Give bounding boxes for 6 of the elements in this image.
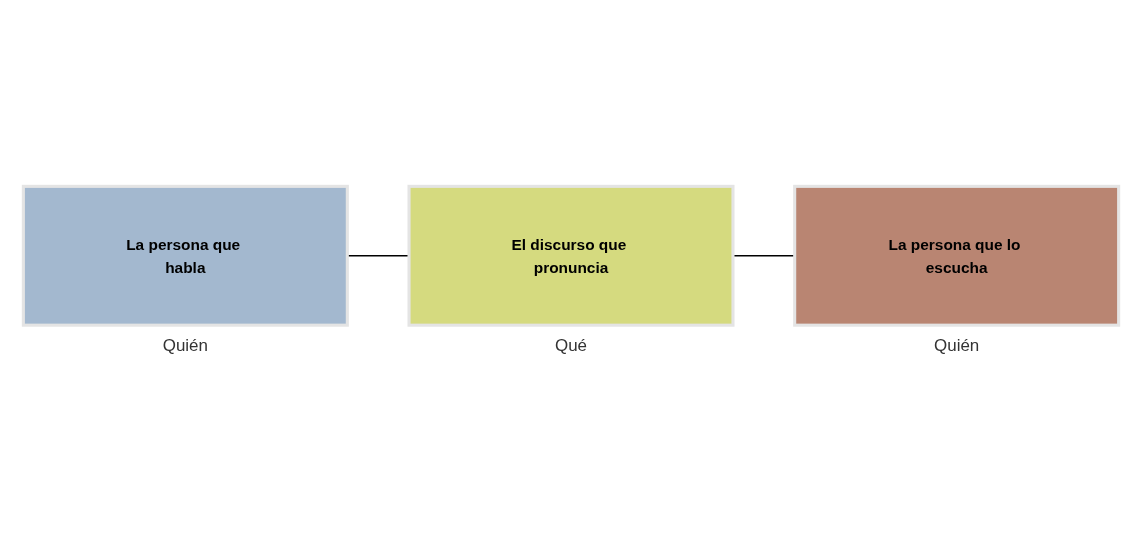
caption-text: Quién [162,336,208,356]
caption-text: Qué [555,336,587,356]
node-box: El discurso que pronuncia [407,184,735,327]
node-box: La persona que lo escucha [793,184,1121,327]
caption-text: Quién [934,336,980,356]
node-box: La persona que habla [21,184,349,327]
